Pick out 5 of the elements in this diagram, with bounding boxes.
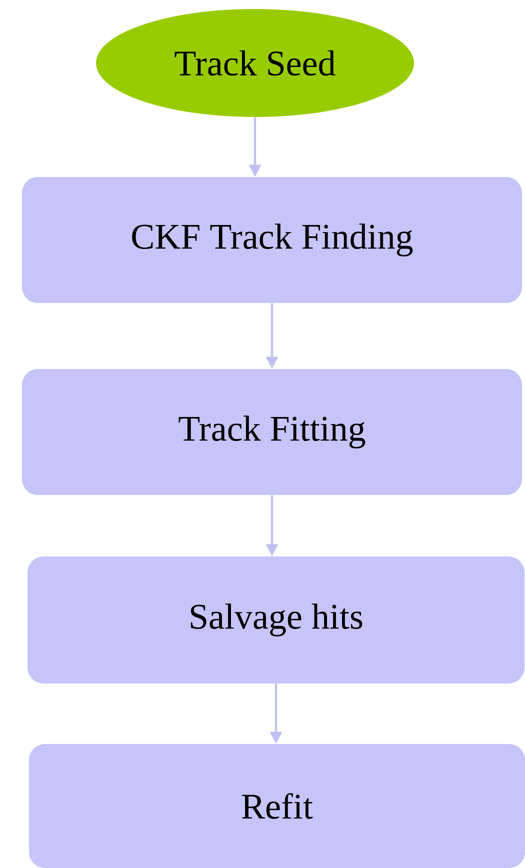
process-box: Track Fitting — [22, 369, 522, 495]
process-box: Refit — [29, 744, 525, 868]
process-box: CKF Track Finding — [22, 177, 522, 303]
process-box: Salvage hits — [28, 556, 524, 684]
ellipse-node: Track Seed — [96, 9, 414, 117]
